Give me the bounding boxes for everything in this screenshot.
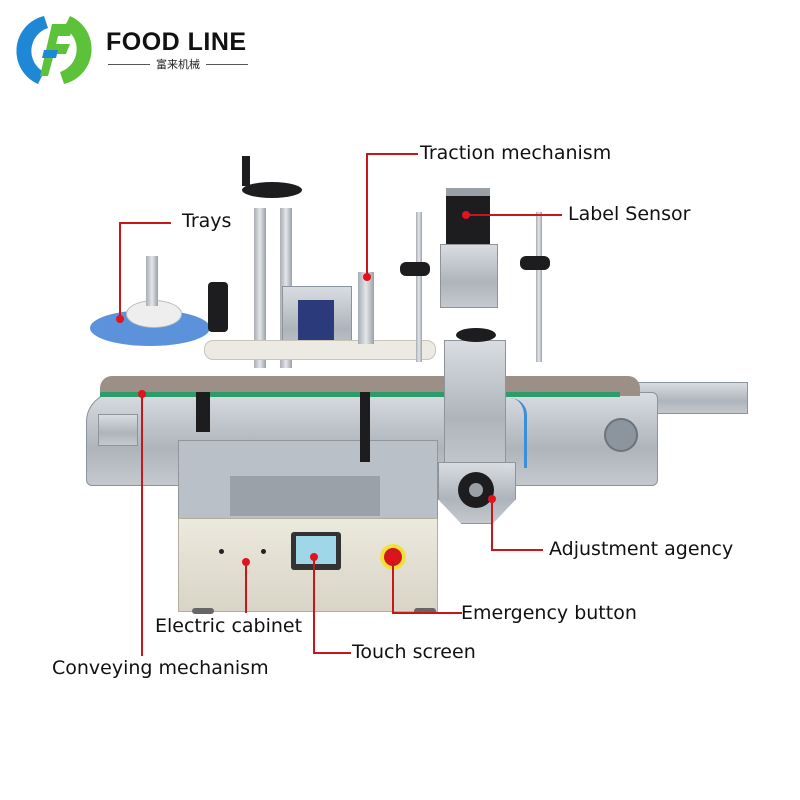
stepper-motor [446,196,490,244]
brand-name: FOOD LINE [106,28,247,56]
guide-clamp [360,392,370,462]
label-adjustment: Adjustment agency [549,538,734,560]
connector-panel [98,414,138,446]
handwheel [242,182,302,198]
tray-arm [204,340,436,360]
handwheel-crank [242,156,250,186]
sensor-cylinder [208,282,228,332]
roller-disc [604,418,638,452]
divider [206,63,248,65]
label-conveying: Conveying mechanism [52,657,269,679]
adjustment-tower [444,340,506,472]
adjustment-knob [458,472,494,508]
marker-conveying [138,390,146,398]
label-electric-cabinet: Electric cabinet [155,615,303,637]
leader-adjustment-v [491,498,493,551]
brand-subtitle: 富来机械 [108,56,248,72]
leader-conveying [141,394,143,656]
leader-emergency-v [392,556,394,614]
label-emergency: Emergency button [461,602,637,624]
guide-clamp [196,392,210,432]
cabinet-hole [261,549,266,554]
cabinet-opening [230,476,380,516]
label-touch-screen: Touch screen [352,641,476,663]
pneumatic-hose [510,398,527,468]
leader-trays-h [119,222,171,224]
food-line-logo-icon [16,16,92,84]
label-traction: Traction mechanism [420,142,612,164]
divider [108,63,150,65]
label-trays: Trays [182,210,232,232]
leader-emergency-h [392,612,462,614]
brand-logo [14,10,94,90]
sensor-rod [416,212,422,362]
stepper-motor-cap [446,188,490,198]
clamp-knob [520,256,550,270]
marker-trays [116,315,124,323]
marker-sensor [462,211,470,219]
leader-sensor [466,214,562,216]
marker-emergency [389,553,397,561]
marker-cabinet [242,558,250,566]
label-sensor: Label Sensor [568,203,691,225]
leader-cabinet [245,561,247,613]
marker-traction [363,273,371,281]
sensor-rod [536,212,542,362]
leader-trays-v [119,222,121,318]
label-roll [298,300,334,340]
foot [414,608,436,614]
traction-roller [358,272,374,344]
head-column [254,208,266,368]
brand-subtitle-text: 富来机械 [156,58,200,71]
adjustment-knob-center [469,483,483,497]
leader-touch-v [313,556,315,654]
touch-screen-device [291,532,341,570]
tray-spindle [146,256,158,306]
leader-touch-h [313,652,351,654]
leader-adjustment-h [491,549,543,551]
cabinet-hole [219,549,224,554]
leader-traction-h [366,153,418,155]
foot [192,608,214,614]
marker-adjustment [488,495,496,503]
top-handwheel [456,328,496,342]
clamp-knob [400,262,430,276]
leader-traction-v [366,153,368,275]
marker-touch [310,553,318,561]
motor-mount [440,244,498,308]
